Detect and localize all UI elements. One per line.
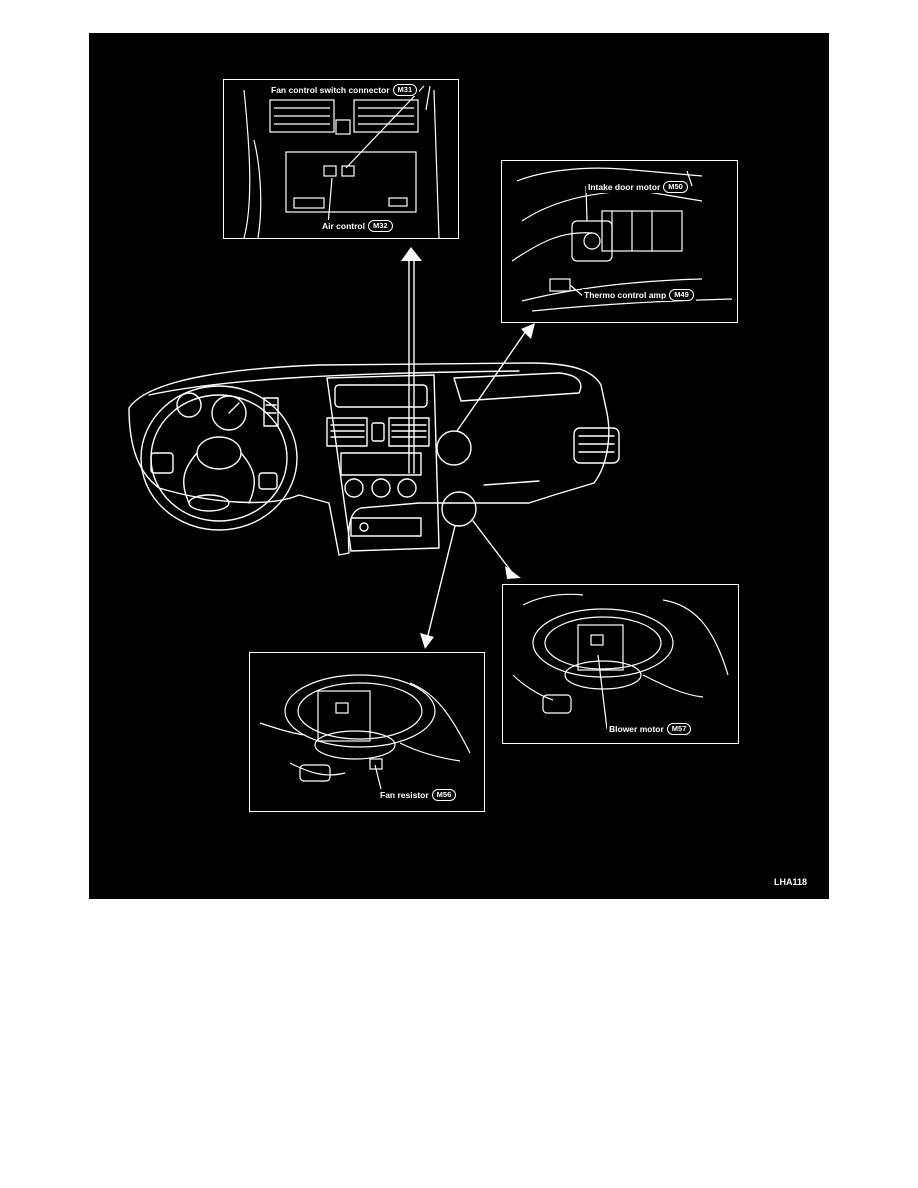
connector-code-badge: M32 [367,220,393,232]
blower-motor-illustration [512,593,729,730]
figure-id-label: LHA118 [773,877,807,887]
connector-code-badge: M50 [663,181,688,193]
connector-code-badge: M57 [666,723,692,735]
inset-intake-thermo: Intake door motor M50 Thermo control amp… [501,160,738,323]
component-location-diagram: Fan control switch connector M31 Air con… [89,33,829,899]
dashboard-illustration [128,247,620,649]
inset-fan-air-control: Fan control switch connector M31 Air con… [223,79,459,239]
callout-fan-control-switch-connector: Fan control switch connector M31 [269,84,420,96]
callout-thermo-control-amp: Thermo control amp M49 [582,289,696,301]
inset-blower-motor: Blower motor M57 [502,584,739,744]
callout-fan-resistor: Fan resistor M56 [378,789,459,801]
callout-air-control: Air control M32 [320,220,395,232]
callout-intake-door-motor: Intake door motor M50 [586,181,690,193]
inset-fan-resistor: Fan resistor M56 [249,652,485,812]
connector-code-badge: M56 [431,789,457,801]
connector-code-badge: M31 [392,84,418,96]
fan-resistor-illustration [259,674,471,794]
connector-code-badge: M49 [669,289,694,301]
center-console-illustration [243,85,440,239]
callout-blower-motor: Blower motor M57 [607,723,694,735]
